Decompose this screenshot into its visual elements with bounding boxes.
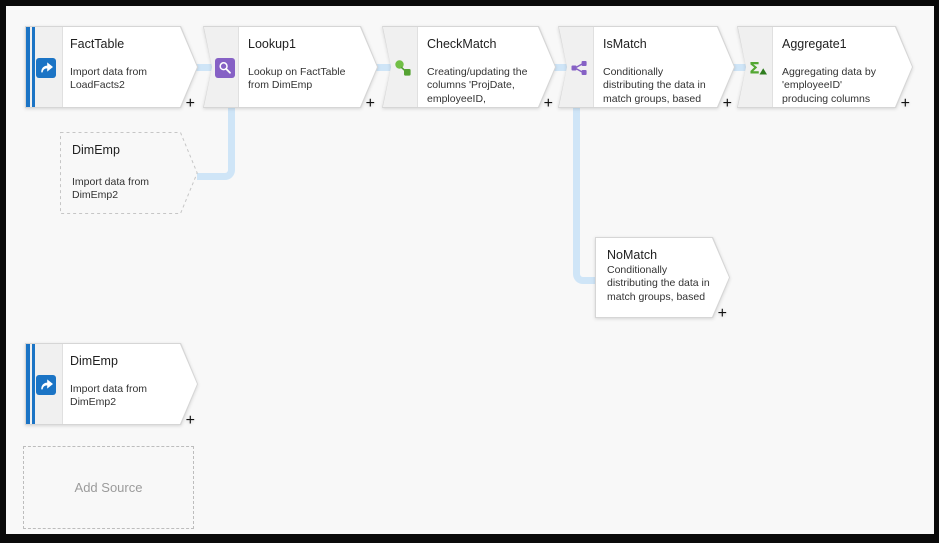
frame-border [934, 0, 939, 543]
node-aggregate1[interactable]: Σ Aggregate1 Aggregating data by 'employ… [737, 26, 913, 112]
node-description: Creating/updating the columns 'ProjDate,… [427, 66, 528, 105]
connector-facttable-lookup1 [190, 64, 214, 71]
node-icon-strip [204, 27, 239, 107]
node-description: Import data from DimEmp2 [70, 383, 148, 409]
connector-ismatch-nomatch [573, 108, 604, 284]
node-icon-strip [559, 27, 594, 107]
connector-ismatch-aggregate1 [727, 64, 750, 71]
conditional-split-icon [571, 61, 587, 75]
node-dimemp[interactable]: DimEmp Import data from DimEmp2 + [25, 343, 198, 429]
node-title: IsMatch [603, 37, 647, 51]
source-accent-bar [26, 27, 30, 107]
node-icon-strip [26, 27, 63, 107]
node-description: Conditionally distributing the data in m… [607, 264, 710, 303]
frame-border [0, 534, 939, 543]
svg-text:Σ: Σ [749, 59, 760, 78]
node-ismatch[interactable]: IsMatch Conditionally distributing the d… [558, 26, 735, 112]
add-transform-button[interactable]: + [722, 95, 732, 112]
node-icon-strip [383, 27, 418, 107]
node-description: Aggregating data by 'employeeID' produci… [782, 66, 876, 105]
add-source-button[interactable]: Add Source [23, 446, 194, 529]
node-description: Lookup on FactTable from DimEmp [248, 66, 346, 92]
node-icon-strip: Σ [738, 27, 773, 107]
node-nomatch[interactable]: NoMatch Conditionally distributing the d… [595, 237, 730, 322]
source-accent-bar [26, 344, 30, 424]
frame-border [0, 0, 6, 543]
add-transform-button[interactable]: + [185, 95, 195, 112]
connector-checkmatch-ismatch [548, 64, 570, 71]
node-description: Conditionally distributing the data in m… [603, 66, 706, 105]
node-body [596, 238, 729, 317]
node-facttable[interactable]: FactTable Import data from LoadFacts2 + [25, 26, 198, 112]
node-dimemp-ghost[interactable]: DimEmp Import data from DimEmp2 [60, 132, 198, 214]
aggregate-icon: Σ [749, 59, 767, 78]
add-transform-button[interactable]: + [185, 412, 195, 429]
node-title: DimEmp [72, 143, 120, 157]
node-title: Aggregate1 [782, 37, 847, 51]
connector-lookup1-checkmatch [370, 64, 394, 71]
add-transform-button[interactable]: + [543, 95, 553, 112]
node-checkmatch[interactable]: CheckMatch Creating/updating the columns… [382, 26, 556, 112]
node-icon-strip [26, 344, 63, 424]
add-source-label: Add Source [74, 480, 143, 495]
source-icon [36, 375, 56, 395]
source-accent-bar [32, 27, 35, 107]
node-description: Import data from LoadFacts2 [70, 66, 148, 92]
node-lookup1[interactable]: Lookup1 Lookup on FactTable from DimEmp … [203, 26, 378, 112]
node-description: Import data from DimEmp2 [72, 176, 150, 202]
source-accent-bar [32, 344, 35, 424]
lookup-icon [215, 58, 235, 78]
node-title: FactTable [70, 37, 125, 51]
node-title: CheckMatch [427, 37, 497, 51]
source-icon [36, 58, 56, 78]
frame-border [0, 0, 939, 6]
node-title: DimEmp [70, 354, 118, 368]
connector-dimemp-ghost-lookup1 [197, 108, 235, 180]
add-transform-button[interactable]: + [900, 95, 910, 112]
node-title: Lookup1 [248, 37, 296, 51]
node-title: NoMatch [607, 248, 658, 262]
derived-column-icon [395, 60, 411, 76]
add-transform-button[interactable]: + [365, 95, 375, 112]
add-transform-button[interactable]: + [717, 305, 727, 322]
